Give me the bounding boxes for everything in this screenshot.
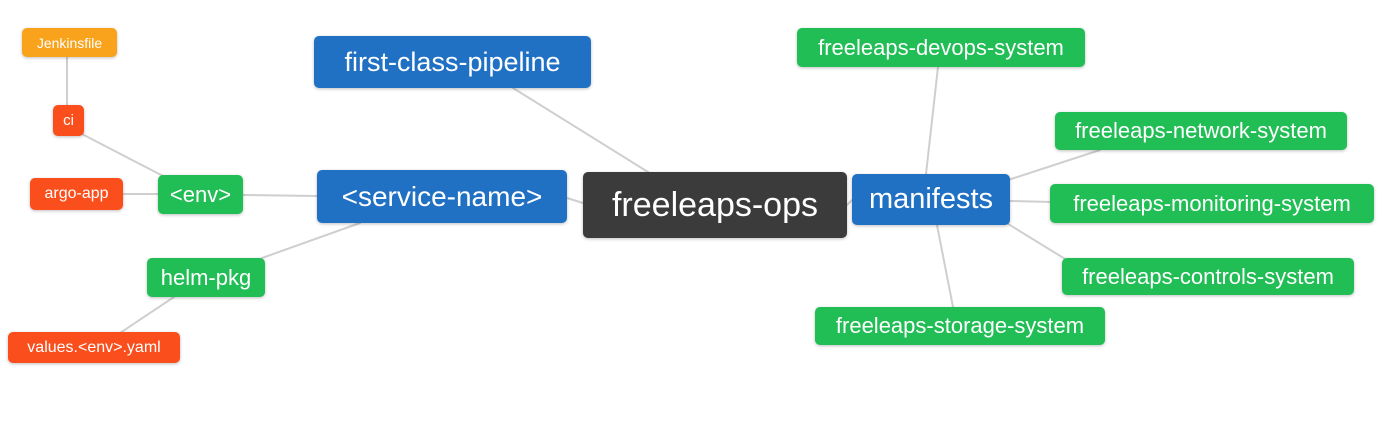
node-freeleaps-monitoring-system[interactable]: freeleaps-monitoring-system bbox=[1050, 184, 1374, 223]
edge-manifests-to-freeleaps-storage-system bbox=[936, 224, 954, 308]
node-jenkinsfile[interactable]: Jenkinsfile bbox=[22, 28, 117, 57]
node-env[interactable]: <env> bbox=[158, 175, 243, 214]
node-freeleaps-ops[interactable]: freeleaps-ops bbox=[583, 172, 847, 238]
node-helm-pkg[interactable]: helm-pkg bbox=[147, 258, 265, 297]
edge-manifests-to-freeleaps-network-system bbox=[1007, 149, 1101, 181]
node-manifests[interactable]: manifests bbox=[852, 174, 1010, 225]
node-freeleaps-devops-system[interactable]: freeleaps-devops-system bbox=[797, 28, 1085, 67]
node-service-name[interactable]: <service-name> bbox=[317, 170, 567, 223]
edge-first-class-pipeline-to-freeleaps-ops bbox=[512, 87, 649, 173]
edge-manifests-to-freeleaps-devops-system bbox=[925, 66, 939, 175]
edge-freeleaps-ops-to-manifests bbox=[846, 199, 853, 206]
edge-helm-pkg-to-values-env-yaml bbox=[119, 296, 175, 334]
node-first-class-pipeline[interactable]: first-class-pipeline bbox=[314, 36, 591, 88]
node-freeleaps-controls-system[interactable]: freeleaps-controls-system bbox=[1062, 258, 1354, 295]
node-ci[interactable]: ci bbox=[53, 105, 84, 136]
edge-manifests-to-freeleaps-controls-system bbox=[1004, 221, 1071, 263]
edge-manifests-to-freeleaps-monitoring-system bbox=[1009, 200, 1053, 203]
node-values-env-yaml[interactable]: values.<env>.yaml bbox=[8, 332, 180, 363]
node-freeleaps-network-system[interactable]: freeleaps-network-system bbox=[1055, 112, 1347, 150]
edge-env-to-service-name bbox=[242, 194, 318, 197]
edge-ci-to-env bbox=[79, 132, 166, 178]
edge-service-name-to-freeleaps-ops bbox=[566, 197, 584, 204]
edge-service-name-to-helm-pkg bbox=[261, 222, 361, 259]
node-argo-app[interactable]: argo-app bbox=[30, 178, 123, 210]
node-freeleaps-storage-system[interactable]: freeleaps-storage-system bbox=[815, 307, 1105, 345]
